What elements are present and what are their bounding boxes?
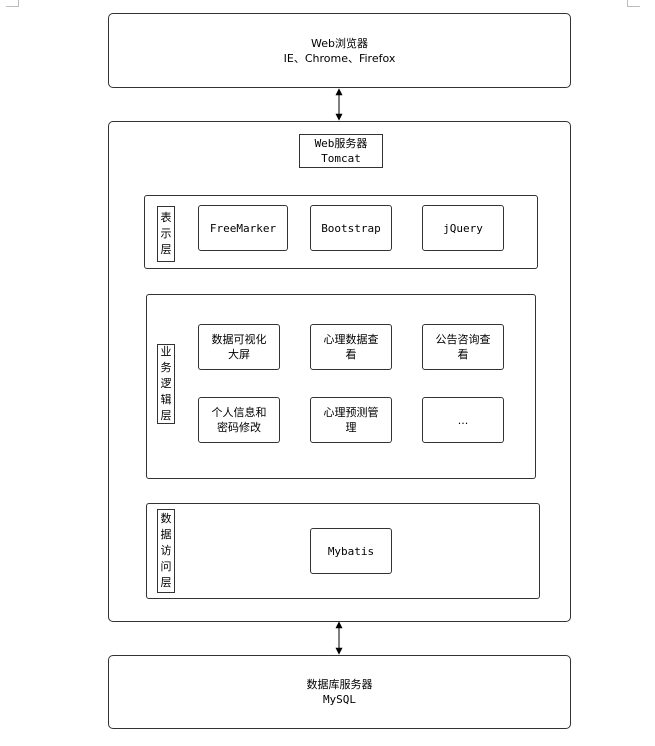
page-corner-mark-left (6, 0, 19, 7)
module-line: 看 (457, 348, 469, 361)
presentation-layer-label-char: 示 (160, 227, 172, 240)
web-browser-subtitle: IE、Chrome、Firefox (283, 51, 396, 65)
business-layer-label-char: 逻 (160, 377, 172, 390)
module-line: 看 (345, 348, 357, 361)
web-server-subtitle: Tomcat (321, 152, 361, 165)
business-layer-label-char: 业 (160, 345, 172, 358)
data-access-layer-label-char: 数 (160, 512, 172, 525)
web-server-title: Web服务器 (314, 137, 368, 150)
data-access-layer-label-char: 访 (160, 544, 172, 557)
component-freemarker: FreeMarker (198, 205, 288, 251)
component-bootstrap: Bootstrap (310, 205, 392, 251)
presentation-layer-label-char: 表 (160, 211, 172, 224)
business-layer-label: 业 务 逻 辑 层 (157, 344, 175, 424)
business-layer-label-char: 务 (160, 361, 172, 374)
data-access-layer-label: 数 据 访 问 层 (157, 509, 175, 593)
business-layer-box (146, 294, 536, 479)
module-line: ... (457, 413, 469, 427)
web-browser-box: Web浏览器 IE、Chrome、Firefox (108, 13, 571, 88)
module-announcement-view: 公告咨询查 看 (422, 324, 504, 370)
web-browser-title: Web浏览器 (311, 36, 368, 50)
module-line: 理 (345, 421, 357, 434)
module-line: 个人信息和 (211, 406, 267, 419)
presentation-layer-label-char: 层 (160, 243, 172, 256)
module-line: 心理预测管 (323, 406, 379, 419)
data-access-layer-label-char: 问 (160, 560, 172, 573)
module-line: 大屏 (228, 348, 250, 361)
component-jquery: jQuery (422, 205, 504, 251)
module-line: 公告咨询查 (435, 333, 491, 346)
module-more: ... (422, 397, 504, 443)
module-line: 密码修改 (217, 421, 261, 434)
module-profile-password: 个人信息和 密码修改 (198, 397, 280, 443)
database-server-subtitle: MySQL (322, 693, 357, 706)
presentation-layer-label: 表 示 层 (157, 206, 175, 262)
page-corner-mark-right (627, 0, 640, 7)
business-layer-label-char: 层 (160, 409, 172, 422)
module-data-visualization: 数据可视化 大屏 (198, 324, 280, 370)
web-server-title-box: Web服务器 Tomcat (299, 134, 383, 168)
business-layer-label-char: 辑 (160, 393, 172, 406)
data-access-layer-label-char: 据 (160, 528, 172, 541)
database-server-box: 数据库服务器 MySQL (108, 655, 571, 729)
module-line: 数据可视化 (211, 333, 267, 346)
module-line: 心理数据查 (323, 333, 379, 346)
module-psych-prediction: 心理预测管 理 (310, 397, 392, 443)
component-mybatis: Mybatis (310, 528, 392, 574)
module-psych-data-view: 心理数据查 看 (310, 324, 392, 370)
data-access-layer-label-char: 层 (160, 576, 172, 589)
database-server-title: 数据库服务器 (306, 678, 373, 691)
